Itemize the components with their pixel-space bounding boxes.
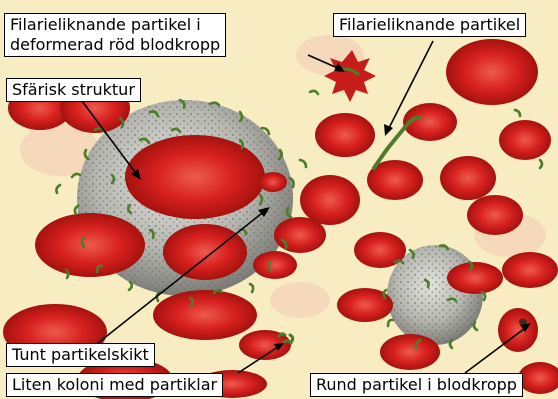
label-filarial-deformed-cell-line1: Filarieliknande partikel i <box>10 15 220 35</box>
label-round-particle: Rund partikel i blodkropp <box>310 373 523 397</box>
label-filarial-particle: Filarieliknande partikel <box>333 13 526 37</box>
label-filarial-deformed-cell: Filarieliknande partikel i deformerad rö… <box>4 13 226 57</box>
label-spherical-structure: Sfärisk struktur <box>6 78 141 102</box>
label-small-colony: Liten koloni med partiklar <box>6 373 223 397</box>
label-thin-particle-layer: Tunt partikelskikt <box>6 343 155 367</box>
label-filarial-deformed-cell-line2: deformerad röd blodkropp <box>10 35 220 55</box>
